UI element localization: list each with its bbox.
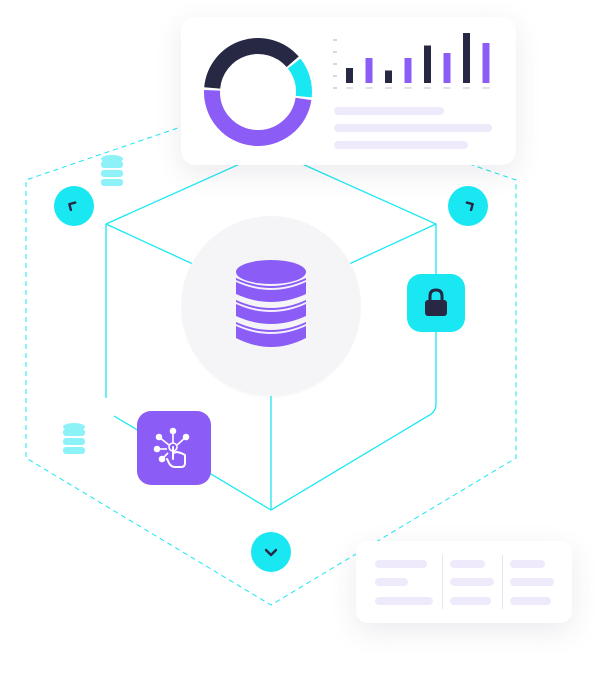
- placeholder-line: [375, 597, 433, 605]
- corner-arrow-left-button[interactable]: [54, 186, 94, 226]
- bar: [424, 45, 431, 83]
- placeholder-line: [450, 560, 485, 568]
- outer-dashed-hexagon: [25, 95, 517, 606]
- placeholder-line: [375, 578, 408, 586]
- bar-axis-tick: [404, 87, 412, 89]
- placeholder-line: [334, 107, 444, 115]
- table-card: [356, 541, 572, 623]
- bar-axis-tick: [385, 87, 392, 89]
- lock-icon: [425, 288, 447, 316]
- chevron-down-button[interactable]: [251, 532, 291, 572]
- bar-axis-tick: [463, 87, 470, 89]
- y-axis-dots: [333, 39, 337, 89]
- lock-button[interactable]: [407, 274, 465, 332]
- touch-network-icon: [153, 427, 190, 468]
- database-icon: [236, 260, 306, 347]
- bar: [365, 58, 373, 83]
- corner-arrow-right-button[interactable]: [448, 186, 488, 226]
- bar: [482, 43, 490, 83]
- placeholder-line: [334, 141, 468, 149]
- bar-axis-tick: [365, 87, 373, 89]
- donut-chart: [204, 38, 312, 146]
- placeholder-line: [510, 560, 545, 568]
- bar: [346, 68, 353, 83]
- column-divider: [502, 555, 503, 609]
- placeholder-line: [450, 578, 494, 586]
- donut-segment: [204, 89, 312, 146]
- placeholder-line: [375, 560, 427, 568]
- placeholder-line: [450, 597, 491, 605]
- bar: [443, 53, 451, 83]
- placeholder-line: [510, 597, 551, 605]
- small-database-top-icon: [101, 155, 123, 186]
- bar-chart: [346, 33, 490, 89]
- placeholder-line: [334, 124, 492, 132]
- chevron-down-icon: [264, 548, 278, 557]
- bar: [404, 58, 412, 83]
- bar: [463, 33, 470, 83]
- corner-arrow-icon: [465, 201, 474, 212]
- bar-axis-tick: [346, 87, 353, 89]
- dashboard-card: [181, 17, 516, 165]
- placeholder-line: [510, 578, 554, 586]
- small-database-bottom-icon: [63, 423, 85, 454]
- corner-arrow-icon: [68, 201, 77, 212]
- center-database-circle: [181, 216, 361, 396]
- bar: [385, 70, 392, 83]
- donut-segment: [204, 38, 299, 90]
- donut-segment: [287, 58, 312, 98]
- bar-axis-tick: [482, 87, 490, 89]
- bar-axis-tick: [443, 87, 451, 89]
- touch-network-button[interactable]: [137, 411, 211, 485]
- bar-axis-tick: [424, 87, 431, 89]
- column-divider: [442, 555, 443, 609]
